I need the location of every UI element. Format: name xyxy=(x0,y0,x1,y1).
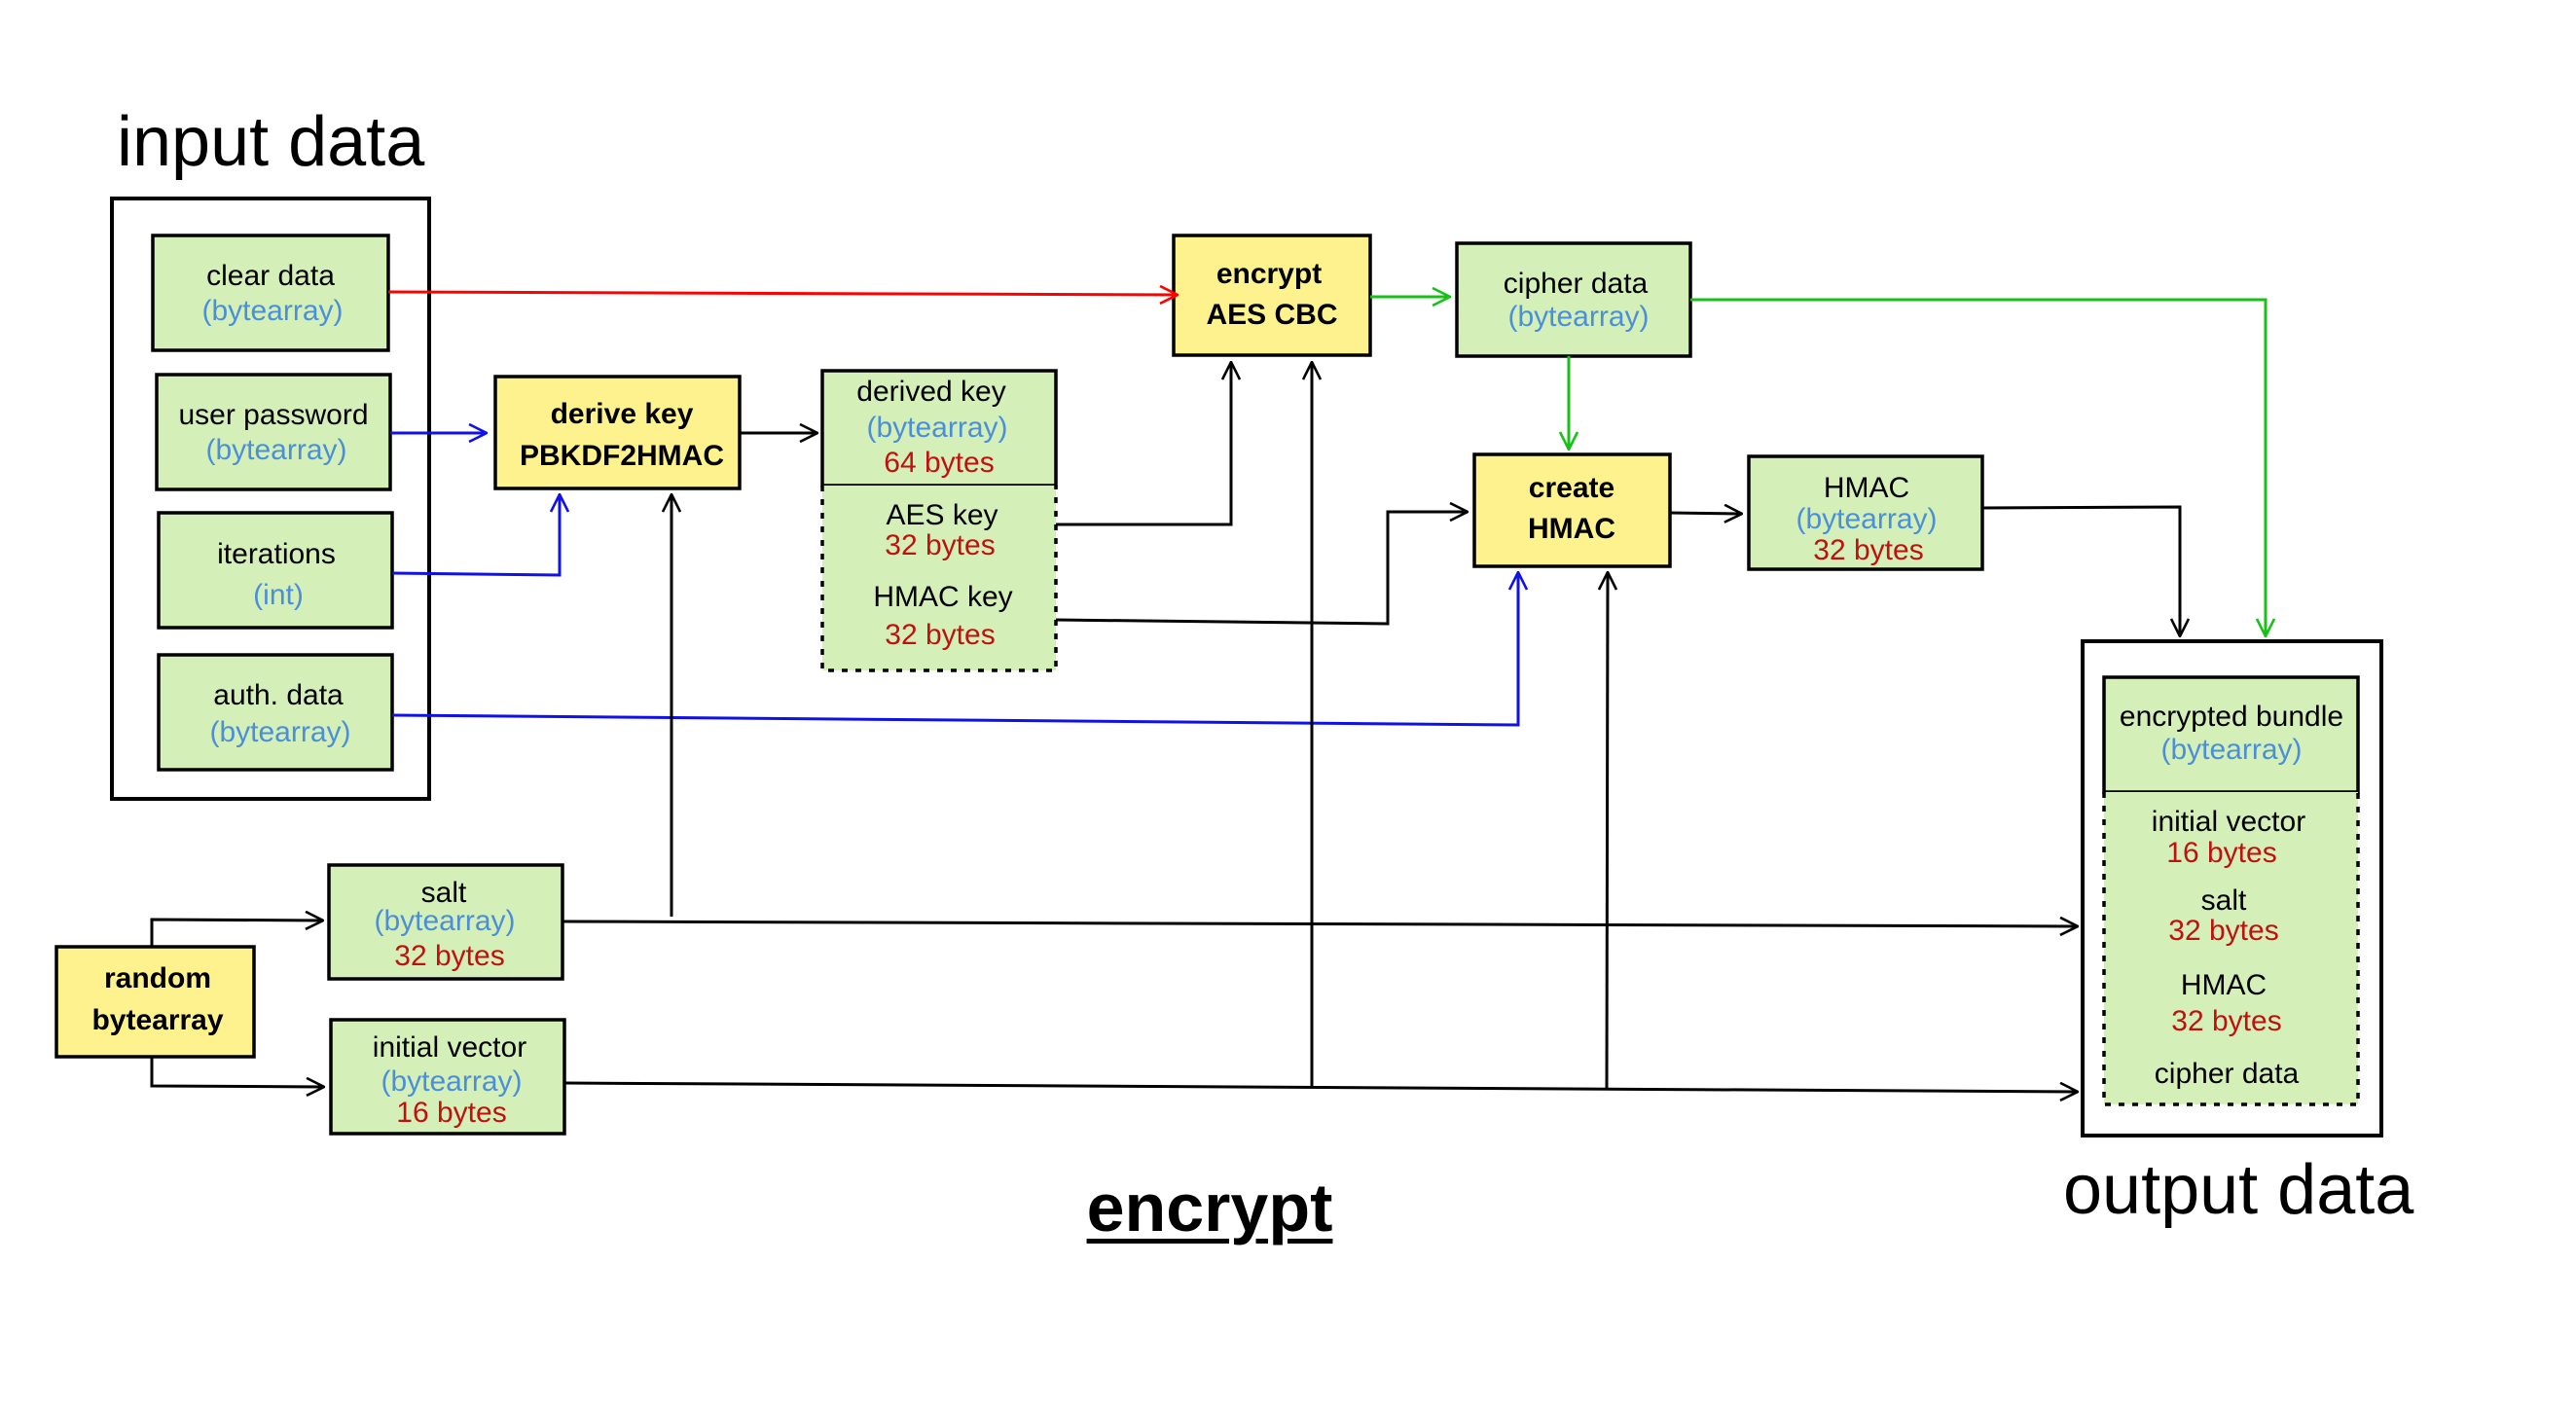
encrypt-algorithm: AES CBC xyxy=(1206,299,1338,331)
hmac-key-label: HMAC key xyxy=(873,581,1013,613)
wire-hmac-create-to-hmac xyxy=(1669,513,1742,514)
wire-clear-data-to-encrypt xyxy=(387,292,1178,295)
user-password-type: (bytearray) xyxy=(205,434,347,466)
wire-auth-data-to-hmac xyxy=(391,572,1518,727)
encrypted-bundle-label: encrypted bundle xyxy=(2119,701,2344,733)
iterations-type: (int) xyxy=(253,579,304,611)
clear-data-box xyxy=(151,234,390,352)
derive-key-algorithm: PBKDF2HMAC xyxy=(520,440,724,472)
iterations-box xyxy=(157,511,394,630)
diagram-title: encrypt xyxy=(1086,1170,1333,1246)
cipher-data-type: (bytearray) xyxy=(1507,301,1650,333)
salt-box xyxy=(327,863,564,981)
hmac-type: (bytearray) xyxy=(1796,503,1938,535)
wire-hmac-key-to-hmac xyxy=(1055,512,1468,626)
user-password-box xyxy=(155,373,392,491)
wire-iv-to-bundle xyxy=(563,1081,2078,1092)
derived-key-parts-border xyxy=(820,486,1058,672)
salt-size: 32 bytes xyxy=(394,940,505,972)
auth-data-box xyxy=(157,653,394,772)
bundle-salt-label: salt xyxy=(2200,885,2247,917)
auth-data-type: (bytearray) xyxy=(209,716,351,748)
create-hmac-process xyxy=(1472,452,1672,568)
derive-key-process xyxy=(493,375,742,490)
initial-vector-type: (bytearray) xyxy=(381,1065,523,1098)
wire-random-to-salt xyxy=(150,920,323,947)
clear-data-label: clear data xyxy=(206,260,335,292)
encrypt-process xyxy=(1172,234,1372,357)
derived-key-parts-box xyxy=(822,486,1056,670)
bundle-parts-box xyxy=(2104,792,2358,1104)
salt-label: salt xyxy=(420,877,467,909)
wire-iterations-to-derive xyxy=(391,494,560,577)
output-data-heading: output data xyxy=(2063,1151,2414,1229)
aes-key-size: 32 bytes xyxy=(885,529,996,561)
random-bytearray-label: bytearray xyxy=(91,1004,224,1036)
encrypt-label: encrypt xyxy=(1215,258,1323,290)
user-password-label: user password xyxy=(178,399,369,431)
wire-salt-to-bundle xyxy=(562,921,2078,926)
bundle-iv-size: 16 bytes xyxy=(2166,837,2277,869)
create-hmac-label: create xyxy=(1528,472,1615,504)
aes-key-label: AES key xyxy=(886,499,998,531)
encrypted-bundle-type: (bytearray) xyxy=(2160,734,2303,766)
initial-vector-box xyxy=(329,1018,566,1136)
wire-cipher-to-bundle xyxy=(1690,298,2266,636)
initial-vector-label: initial vector xyxy=(372,1031,527,1064)
derived-key-box xyxy=(820,369,1058,487)
hmac-size: 32 bytes xyxy=(1813,534,1924,566)
derive-key-label: derive key xyxy=(550,398,694,430)
wire-aes-key-to-encrypt xyxy=(1056,362,1231,526)
encrypted-bundle-box xyxy=(2102,675,2360,794)
derived-key-size: 64 bytes xyxy=(884,447,995,479)
hmac-label: HMAC xyxy=(1823,472,1910,504)
salt-type: (bytearray) xyxy=(374,905,516,937)
derived-key-type: (bytearray) xyxy=(866,412,1008,444)
wire-iv-to-hmac xyxy=(1607,572,1608,1090)
initial-vector-size: 16 bytes xyxy=(396,1097,507,1129)
output-data-frame xyxy=(2081,639,2383,1137)
create-hmac-name: HMAC xyxy=(1528,513,1615,545)
random-bytearray-process xyxy=(54,945,256,1059)
bundle-cipher-data-label: cipher data xyxy=(2154,1058,2300,1090)
input-data-frame xyxy=(110,197,431,801)
clear-data-type: (bytearray) xyxy=(201,295,344,327)
wire-random-to-iv xyxy=(150,1057,324,1087)
cipher-data-box xyxy=(1455,241,1692,358)
input-data-heading: input data xyxy=(117,103,425,181)
cipher-data-label: cipher data xyxy=(1503,268,1649,300)
auth-data-label: auth. data xyxy=(213,679,344,711)
random-label: random xyxy=(103,962,212,994)
bundle-iv-label: initial vector xyxy=(2151,806,2306,838)
bundle-hmac-size: 32 bytes xyxy=(2171,1005,2282,1037)
bundle-parts-border xyxy=(2102,792,2360,1106)
hmac-box xyxy=(1747,454,1984,571)
iterations-label: iterations xyxy=(217,538,336,570)
hmac-key-size: 32 bytes xyxy=(885,619,996,651)
bundle-hmac-label: HMAC xyxy=(2180,969,2268,1001)
wire-hmac-to-bundle xyxy=(1981,505,2180,636)
derived-key-label: derived key xyxy=(856,376,1006,408)
bundle-salt-size: 32 bytes xyxy=(2168,915,2279,947)
